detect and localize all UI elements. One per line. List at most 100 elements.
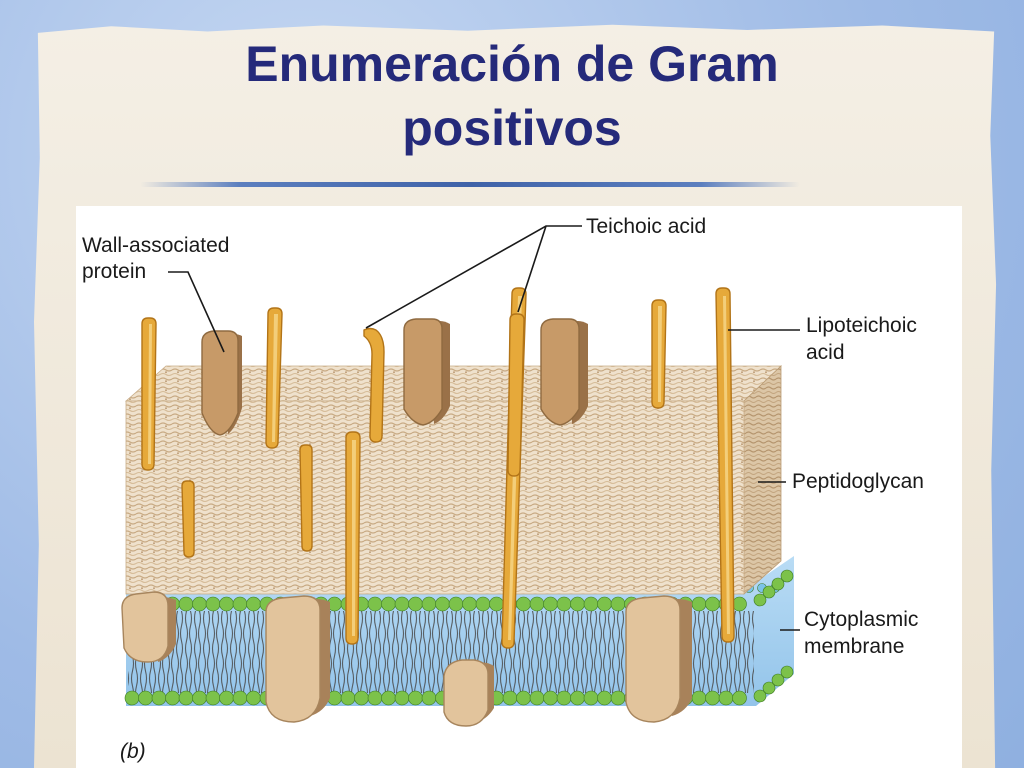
label-wall-associated-protein-line1: Wall-associated	[82, 234, 229, 257]
lipid-head	[232, 596, 248, 612]
slide-title-line1: Enumeración de Gram	[245, 36, 779, 92]
slide-title-line2: positivos	[402, 100, 622, 156]
lipid-head	[529, 690, 545, 706]
lipid-head	[421, 690, 437, 706]
lipid-head	[489, 596, 504, 612]
lipid-head	[732, 596, 747, 612]
lipid-head	[718, 690, 734, 706]
lipid-head	[610, 690, 626, 706]
lipid-head	[354, 690, 369, 706]
teichoic-acid-rod-5	[507, 313, 525, 477]
label-cytoplasmic-membrane-line2: membrane	[804, 635, 904, 658]
label-teichoic-acid: Teichoic acid	[586, 215, 706, 238]
lipid-head	[556, 690, 572, 706]
lipid-head	[408, 690, 423, 706]
lipid-head	[448, 596, 464, 612]
lipid-head	[705, 596, 720, 612]
lipid-head	[219, 596, 234, 612]
lipid-head	[151, 690, 167, 706]
lipid-head	[408, 596, 423, 612]
lipid-head	[583, 596, 599, 612]
teichoic-acid-leader-1	[365, 225, 582, 329]
teichoic-acid-rod-2	[265, 307, 283, 449]
label-peptidoglycan: Peptidoglycan	[792, 470, 924, 493]
teichoic-acid-segment-2	[181, 480, 195, 558]
slide-title: Enumeración de Gram positivos	[80, 32, 944, 160]
lipid-head	[529, 596, 545, 612]
lipid-head	[192, 596, 207, 612]
teichoic-acid-segment-1	[299, 444, 313, 552]
lipid-head	[381, 690, 396, 706]
peptidoglycan-side	[743, 365, 782, 595]
cell-wall-figure: Wall-associated protein Teichoic acid Li…	[76, 206, 962, 768]
lipid-head	[753, 593, 767, 607]
lipoteichoic-acid-rod-2	[715, 287, 735, 643]
lipid-head	[421, 596, 437, 612]
lipid-head	[610, 596, 626, 612]
lipid-head	[691, 690, 707, 706]
lipid-head	[246, 596, 261, 612]
lipid-head	[753, 689, 767, 703]
wall-protein-leader	[168, 271, 225, 353]
lipid-head	[502, 690, 518, 706]
lipid-head	[381, 596, 396, 612]
title-underline	[140, 182, 800, 187]
membrane-protein-1	[121, 591, 176, 663]
teichoic-acid-rod-3	[363, 327, 385, 443]
lipid-head	[691, 596, 707, 612]
lipid-head	[597, 690, 612, 706]
wall-associated-protein-1	[201, 330, 242, 436]
lipid-head	[219, 690, 234, 706]
panel-label: (b)	[120, 740, 146, 763]
lipid-head	[394, 690, 410, 706]
label-cytoplasmic-membrane-line1: Cytoplasmic	[804, 608, 918, 631]
lipid-head	[394, 596, 410, 612]
lipid-head	[192, 690, 207, 706]
lipid-head	[138, 690, 153, 706]
membrane-protein-4	[625, 595, 692, 723]
teichoic-acid-rod-1	[141, 317, 157, 471]
lipid-head	[583, 690, 599, 706]
lipid-head	[771, 673, 785, 687]
lipid-heads-side	[753, 569, 794, 703]
label-lipoteichoic-acid-line1: Lipoteichoic	[806, 314, 917, 337]
lipid-head	[462, 596, 477, 612]
lipid-head	[780, 665, 794, 679]
lipid-head	[178, 596, 194, 612]
lipid-head	[435, 596, 450, 612]
lipid-head	[705, 690, 720, 706]
label-lipoteichoic-acid-line2: acid	[806, 341, 845, 364]
lipid-head	[570, 690, 585, 706]
teichoic-acid-leader-2	[517, 225, 547, 313]
lipid-head	[516, 596, 531, 612]
lipid-head	[732, 690, 747, 706]
lipid-head	[178, 690, 194, 706]
lipid-head	[543, 690, 558, 706]
lipid-head	[367, 596, 383, 612]
lipid-head	[762, 681, 776, 695]
lipid-head	[570, 596, 585, 612]
lipid-head	[475, 596, 491, 612]
lipid-head	[597, 596, 612, 612]
membrane-protein-2	[265, 595, 330, 723]
lipid-head	[771, 577, 785, 591]
lipid-head	[516, 690, 531, 706]
membrane-protein-3	[443, 659, 494, 727]
lipid-head	[246, 690, 261, 706]
label-wall-associated-protein-line2: protein	[82, 260, 146, 283]
lipid-head	[124, 690, 140, 706]
lipoteichoic-acid-rod-3	[345, 431, 361, 645]
lipid-head	[205, 596, 221, 612]
lipid-head	[340, 690, 356, 706]
wall-associated-protein-2	[403, 318, 450, 426]
lipid-head	[205, 690, 221, 706]
wall-associated-protein-3	[540, 318, 588, 426]
lipid-head	[780, 569, 794, 583]
gram-positive-cell-wall-diagram: Wall-associated protein Teichoic acid Li…	[82, 215, 924, 763]
lipid-head	[762, 585, 776, 599]
lipid-head	[232, 690, 248, 706]
lipid-head	[165, 690, 180, 706]
lipid-head	[556, 596, 572, 612]
lipid-head	[367, 690, 383, 706]
lipid-head	[543, 596, 558, 612]
